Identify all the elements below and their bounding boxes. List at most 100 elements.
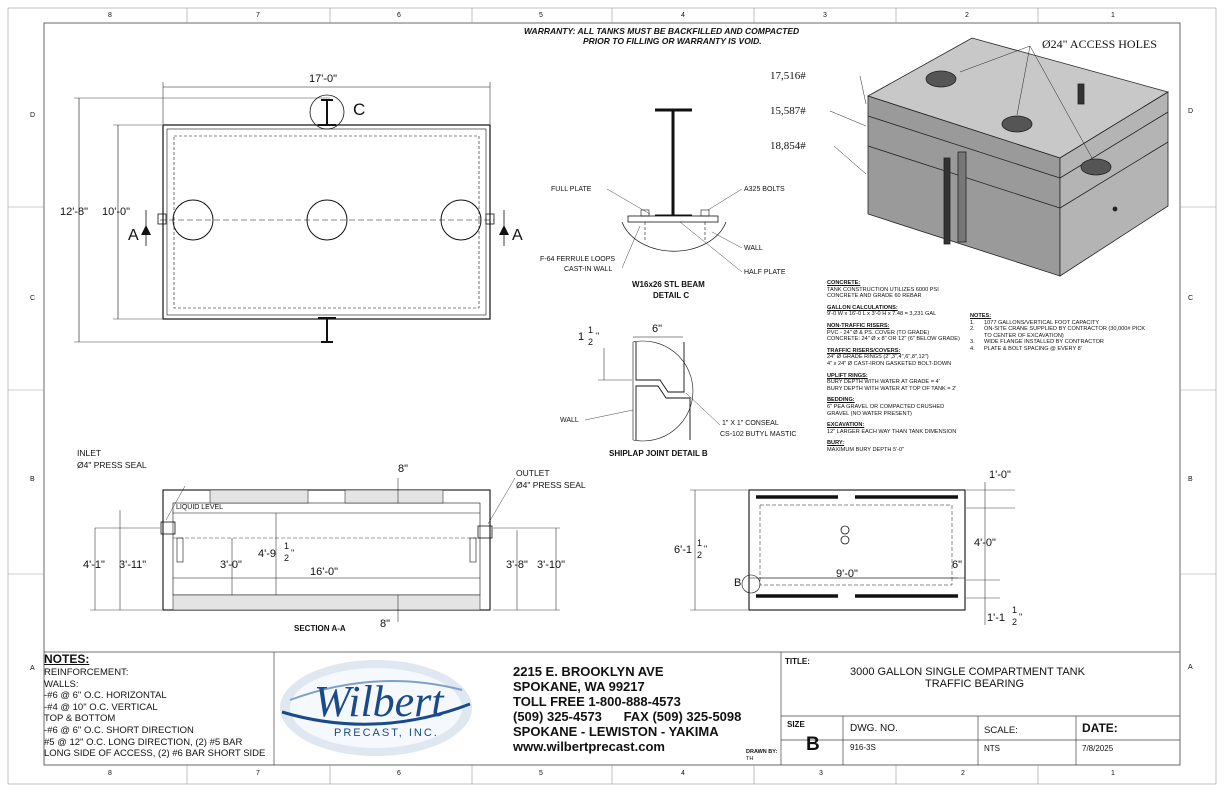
spec-concrete-1: TANK CONSTRUCTION UTILIZES 6000 PSI [827, 286, 939, 293]
detail-c-mark: C [353, 100, 366, 119]
detail-b-height-whole: 1 [578, 331, 585, 343]
dwg-no-label: DWG. NO. [850, 723, 898, 734]
spec-uplift-2: BURY DEPTH WITH WATER AT TOP OF TANK = 2… [827, 385, 957, 392]
spec-concrete-heading: CONCRETE: [827, 280, 861, 286]
section-dim-3-10: 3'-10" [537, 559, 566, 571]
notes-line-5: TOP & BOTTOM [44, 713, 116, 725]
address-line-1: 2215 E. BROOKLYN AVE [513, 664, 664, 679]
end-view-six-dim: 6" [952, 559, 963, 571]
spec-traffic-1: 24" Ø GRADE RINGS (2",3",4",6",8",12") [827, 354, 929, 361]
zone-bottom-8: 8 [108, 770, 112, 777]
weight-label-2: 15,587# [770, 105, 806, 117]
note-num-4: 4. [970, 345, 975, 352]
liquid-level-label: LIQUID LEVEL [176, 504, 224, 511]
section-dim-3-0: 3'-0" [220, 559, 242, 571]
zone-right-c: C [1188, 295, 1194, 302]
end-view-bottom-unit: " [1019, 612, 1023, 622]
spec-gallon-1: 9'-0 W x 16'-0 L x 3'-0 H x 7.48 = 3,231… [827, 311, 937, 318]
drawing-title-1: 3000 GALLON SINGLE COMPARTMENT TANK [850, 666, 1085, 678]
company-info: 2215 E. BROOKLYN AVE SPOKANE, WA 99217 T… [513, 664, 741, 754]
half-plate-label: HALF PLATE [744, 269, 786, 276]
spec-nontraffic-heading: NON-TRAFFIC RISERS: [827, 322, 890, 329]
end-view-bottom-whole: 1'-1 [987, 612, 1005, 624]
section-title: SECTION A-A [294, 624, 346, 633]
section-dim-4-9-unit: " [291, 548, 295, 558]
spec-bedding-heading: BEDDING: [827, 397, 855, 404]
toll-free: TOLL FREE 1-800-888-4573 [513, 694, 681, 709]
end-view [690, 482, 1015, 625]
spec-uplift-heading: UPLIFT RINGS: [827, 372, 868, 379]
access-holes-label: Ø24" ACCESS HOLES [1042, 37, 1157, 51]
zone-bottom-2: 2 [961, 770, 965, 777]
spec-bedding-1: 6" PEA GRAVEL OR COMPACTED CRUSHED [827, 403, 945, 410]
zone-left-d: D [30, 112, 36, 119]
spec-nontraffic-1: PVC - 24" Ø & PS. COVER (TO GRADE) [827, 329, 930, 336]
date-value: 7/8/2025 [1082, 744, 1114, 753]
plan-length-dim: 17'-0" [309, 73, 338, 85]
scale-label: SCALE: [984, 725, 1018, 736]
drawn-by-value: TH [746, 756, 754, 762]
spec-traffic-heading: TRAFFIC RISERS/COVERS: [827, 347, 901, 354]
wilbert-logo [280, 660, 472, 756]
locations: SPOKANE - LEWISTON - YAKIMA [513, 724, 719, 739]
detail-b-height-den: 2 [588, 337, 594, 347]
section-a-a [90, 477, 560, 622]
section-dim-4-9-whole: 4'-9 [258, 548, 276, 560]
section-mark-left: A [128, 227, 139, 244]
detail-c [606, 108, 743, 273]
spec-notes: NOTES: 1. 1077 GALLONS/VERTICAL FOOT CAP… [970, 313, 1145, 353]
zone-top-3: 3 [823, 12, 827, 19]
title-block [44, 651, 1180, 765]
detail-b-height-num: 1 [588, 325, 594, 335]
note-text-2: ON-SITE CRANE SUPPLIED BY CONTRACTOR (30… [984, 326, 1146, 333]
spec-notes-heading: NOTES: [970, 313, 992, 319]
section-dim-3-8: 3'-8" [506, 559, 528, 571]
notes-line-8: LONG SIDE OF ACCESS, (2) #6 BAR SHORT SI… [44, 748, 266, 760]
spec-nontraffic-2: CONCRETE: 24" Ø x 8" OR 12" (6" BELOW GR… [827, 336, 960, 343]
zone-ticks [8, 8, 1216, 784]
zone-top-2: 2 [965, 12, 969, 19]
notes-line-3: -#6 @ 6" O.C. HORIZONTAL [44, 690, 167, 702]
section-arrow-left [141, 225, 151, 235]
end-view-top-dim: 1'-0" [989, 469, 1011, 481]
detail-b-width: 6" [652, 323, 663, 335]
zone-bottom-5: 5 [539, 770, 543, 777]
end-view-bottom-num: 1 [1012, 605, 1018, 615]
detail-b-title: SHIPLAP JOINT DETAIL B [609, 449, 708, 458]
end-view-height-whole: 6'-1 [674, 544, 692, 556]
plan-view [74, 82, 505, 343]
end-view-b-mark: B [734, 577, 742, 589]
ferrule-label-1: F-64 FERRULE LOOPS [540, 256, 616, 263]
warranty-line-1: WARRANTY: ALL TANKS MUST BE BACKFILLED A… [524, 26, 800, 36]
end-view-width-dim: 9'-0" [836, 568, 858, 580]
spec-gallon-heading: GALLON CALCULATIONS: [827, 304, 898, 311]
zone-bottom-4: 4 [681, 770, 685, 777]
section-dim-4-9-den: 2 [284, 553, 290, 563]
zone-bottom-3: 3 [819, 770, 823, 777]
notes-block: NOTES: REINFORCEMENT: WALLS: -#6 @ 6" O.… [44, 652, 274, 764]
section-arrow-right [499, 225, 509, 235]
weight-label-3: 18,854# [770, 140, 806, 152]
weight-label-1: 17,516# [770, 70, 806, 82]
section-dim-4-9-num: 1 [284, 541, 290, 551]
spec-traffic-2: 4" x 24" Ø CAST-IRON GASKETED BOLT-DOWN [827, 360, 952, 367]
zone-bottom-1: 1 [1111, 770, 1115, 777]
inlet-label: INLET [77, 448, 102, 458]
zone-right-d: D [1188, 108, 1194, 115]
detail-b [584, 336, 721, 442]
plan-width-inner-dim: 10'-0" [102, 206, 131, 218]
note-text-2b: TO CENTER OF EXCAVATION) [984, 332, 1064, 339]
outlet-seal-label: Ø4" PRESS SEAL [516, 480, 586, 490]
wall-label-c: WALL [744, 245, 763, 252]
phone-fax: (509) 325-4573 FAX (509) 325-5098 [513, 709, 742, 724]
spec-uplift-1: BURY DEPTH WITH WATER AT GRADE = 4' [827, 379, 940, 386]
conseal-label-2: CS-102 BUTYL MASTIC [720, 431, 797, 438]
website[interactable]: www.wilbertprecast.com [513, 739, 665, 754]
spec-bury-1: MAXIMUM BURY DEPTH 5'-0" [827, 446, 905, 453]
spec-excavation-heading: EXCAVATION: [827, 422, 865, 429]
bolts-label: A325 BOLTS [744, 186, 785, 193]
spec-excavation-1: 12" LARGER EACH WAY THAN TANK DIMENSION [827, 428, 957, 435]
notes-line-1: REINFORCEMENT: [44, 667, 129, 678]
section-dim-16-0: 16'-0" [310, 566, 339, 578]
detail-c-title-2: DETAIL C [653, 291, 690, 300]
